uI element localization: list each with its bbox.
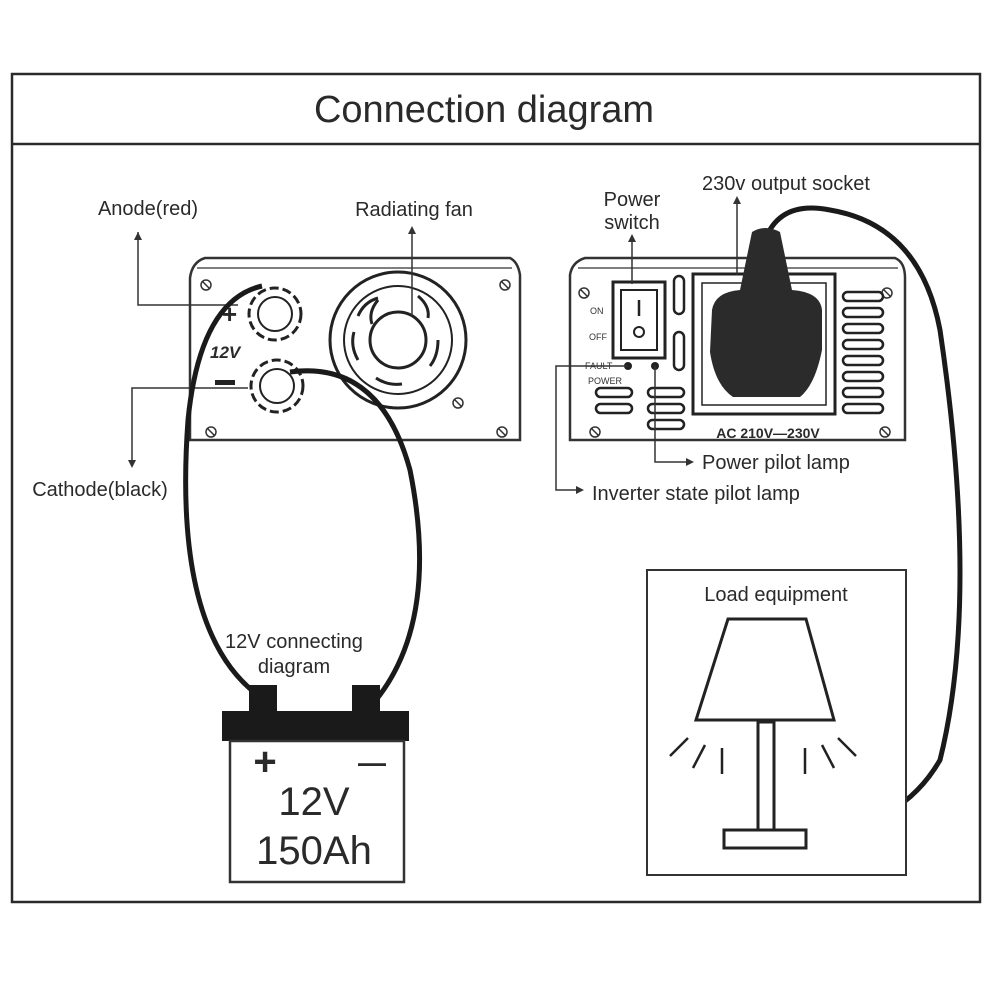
power-pilot-leader (654, 366, 688, 463)
battery-caption-line2: diagram (258, 656, 330, 678)
outer-frame (10, 72, 982, 904)
battery-capacity: 150Ah (256, 829, 372, 873)
load-label: Load equipment (704, 584, 848, 606)
battery-caption-line1: 12V connecting (225, 631, 363, 653)
battery-voltage: 12V (278, 780, 349, 824)
ac-plug-icon (710, 228, 822, 397)
output-socket-label: 230v output socket (702, 173, 870, 195)
battery-negative-post-icon (352, 685, 380, 715)
battery-minus: — (358, 747, 386, 778)
positive-cable (183, 283, 267, 703)
lamp-icon (669, 617, 857, 850)
inverter-dc-panel: + 12V (188, 256, 522, 442)
power-switch-icon (611, 280, 667, 360)
on-label: ON (590, 306, 604, 316)
power-switch-label-line1: Power (604, 189, 661, 211)
power-switch-label-line2: switch (604, 212, 660, 234)
rating-label: AC 210V—230V (716, 425, 820, 441)
load-equipment-box: Load equipment (646, 569, 907, 876)
fan-label: Radiating fan (355, 199, 473, 221)
anode-label: Anode(red) (98, 198, 198, 220)
minus-mark-icon (215, 380, 235, 385)
ac-cable (762, 205, 963, 841)
battery-plus: + (253, 740, 276, 784)
cathode-leader (131, 387, 248, 462)
inverter-state-leader (555, 365, 628, 491)
battery-positive-post-icon (249, 685, 277, 715)
power-label: POWER (588, 376, 623, 386)
screw-icon (578, 287, 893, 438)
fan-icon (328, 270, 468, 410)
screw-icon (200, 279, 511, 438)
page-title: Connection diagram (314, 89, 654, 131)
anode-leader (137, 232, 238, 306)
negative-terminal-icon (249, 358, 305, 414)
battery: + — 12V 150Ah (222, 685, 409, 884)
inverter-state-label: Inverter state pilot lamp (592, 483, 800, 505)
off-label: OFF (589, 332, 607, 342)
negative-cable (289, 368, 423, 702)
vent-icon (594, 274, 885, 431)
power-pilot-label: Power pilot lamp (702, 452, 850, 474)
voltage-mark: 12V (210, 343, 242, 362)
cathode-label: Cathode(black) (32, 479, 168, 501)
positive-terminal-icon (247, 286, 303, 342)
